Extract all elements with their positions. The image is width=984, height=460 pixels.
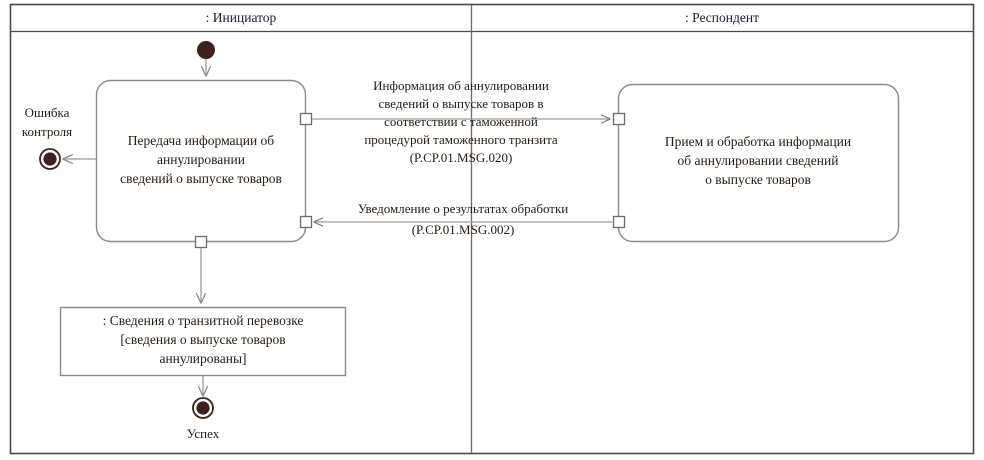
pin-left-activity-in-bottom bbox=[299, 215, 313, 229]
activity-right-node bbox=[617, 83, 900, 243]
object-node-line-1: : Сведения о транзитной перевозке bbox=[103, 313, 304, 328]
pin-right-activity-in bbox=[612, 112, 626, 126]
final-error-node-core bbox=[43, 152, 57, 166]
pin-right-activity-out bbox=[612, 215, 626, 229]
msg-request-line-5: (P.CP.01.MSG.020) bbox=[410, 150, 513, 165]
msg-response-line-1: Уведомление о результатах обработки bbox=[358, 201, 569, 216]
object-node-line-3: аннулированы] bbox=[159, 351, 246, 366]
final-error-label-line-2: контроля bbox=[22, 124, 72, 139]
activity-left-line-3: сведений о выпуске товаров bbox=[120, 171, 282, 186]
msg-request-line-3: соответствии с таможенной bbox=[384, 114, 538, 129]
msg-request-line-4: процедурой таможенного транзита bbox=[364, 132, 558, 147]
lane-title-respondent: : Респондент bbox=[685, 10, 759, 25]
msg-response-line-2: (P.CP.01.MSG.002) bbox=[412, 222, 515, 237]
activity-right-line-1: Прием и обработка информации bbox=[665, 134, 851, 149]
object-node bbox=[59, 306, 347, 377]
final-error-label-line-1: Ошибка bbox=[25, 105, 70, 120]
pin-left-activity-out-bottom bbox=[194, 235, 208, 249]
initial-node-icon bbox=[197, 41, 215, 59]
activity-right-line-3: о выпуске товаров bbox=[705, 172, 811, 187]
object-node-line-2: [сведения о выпуске товаров bbox=[120, 332, 285, 347]
msg-request-line-1: Информация об аннулировании bbox=[373, 78, 549, 93]
activity-left-line-1: Передача информации об bbox=[128, 133, 275, 148]
lane-title-initiator: : Инициатор bbox=[206, 10, 277, 25]
activity-left-line-2: аннулировании bbox=[157, 152, 245, 167]
pin-left-activity-out-top bbox=[299, 112, 313, 126]
final-success-label: Успех bbox=[187, 426, 220, 441]
activity-right-line-2: об аннулировании сведений bbox=[678, 153, 839, 168]
msg-request-line-2: сведений о выпуске товаров в bbox=[378, 96, 543, 111]
diagram-frame bbox=[9, 3, 975, 455]
final-success-node-core bbox=[196, 401, 210, 415]
